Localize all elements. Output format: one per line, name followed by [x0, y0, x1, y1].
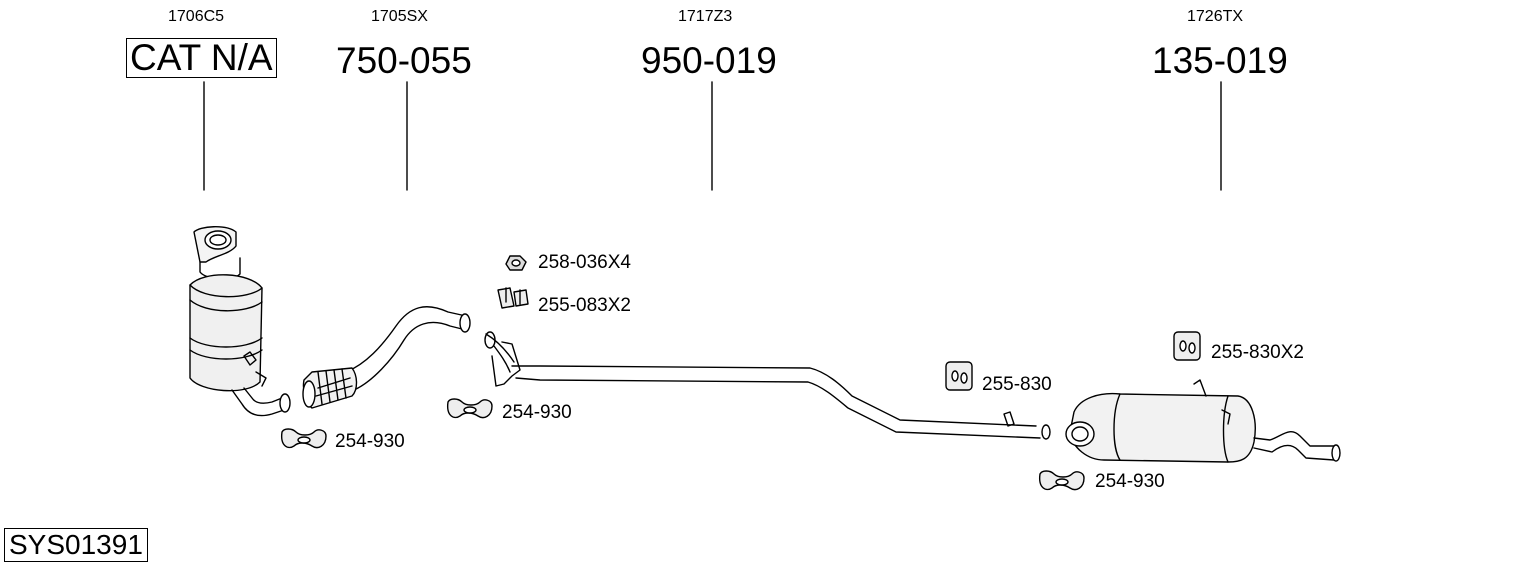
rear-silencer-drawing: [1065, 379, 1341, 463]
part-number-750-055[interactable]: 750-055: [336, 40, 472, 81]
fitting-label-255-830[interactable]: 255-830: [982, 374, 1052, 395]
catalytic-converter-drawing: [189, 226, 291, 417]
nut-icon: [505, 255, 527, 271]
fitting-label-254-930-c[interactable]: 254-930: [1095, 471, 1165, 492]
fitting-label-255-830x2[interactable]: 255-830X2: [1211, 342, 1304, 363]
system-code: SYS01391: [4, 528, 148, 562]
oem-code-1726tx: 1726TX: [1187, 8, 1244, 25]
oem-code-1705sx: 1705SX: [371, 8, 428, 25]
fitting-label-258-036x4[interactable]: 258-036X4: [538, 252, 631, 273]
rubber-mount-icon: [1173, 331, 1201, 361]
oem-code-1717z3: 1717Z3: [678, 8, 733, 25]
part-number-cat[interactable]: CAT N/A: [126, 38, 277, 78]
clamp-icon: [446, 398, 493, 419]
fitting-label-254-930-a[interactable]: 254-930: [335, 431, 405, 452]
part-number-950-019[interactable]: 950-019: [641, 40, 777, 81]
oem-code-1706c5: 1706C5: [168, 8, 225, 25]
part-number-135-019[interactable]: 135-019: [1152, 40, 1288, 81]
middle-pipe-drawing: [484, 331, 1051, 440]
clamp-icon: [280, 428, 327, 449]
front-pipe-drawing: [302, 306, 471, 409]
fitting-label-255-083x2[interactable]: 255-083X2: [538, 295, 631, 316]
rubber-mount-icon: [945, 361, 973, 391]
bracket-icon: [497, 287, 529, 309]
fitting-label-254-930-b[interactable]: 254-930: [502, 402, 572, 423]
clamp-icon: [1038, 470, 1085, 491]
